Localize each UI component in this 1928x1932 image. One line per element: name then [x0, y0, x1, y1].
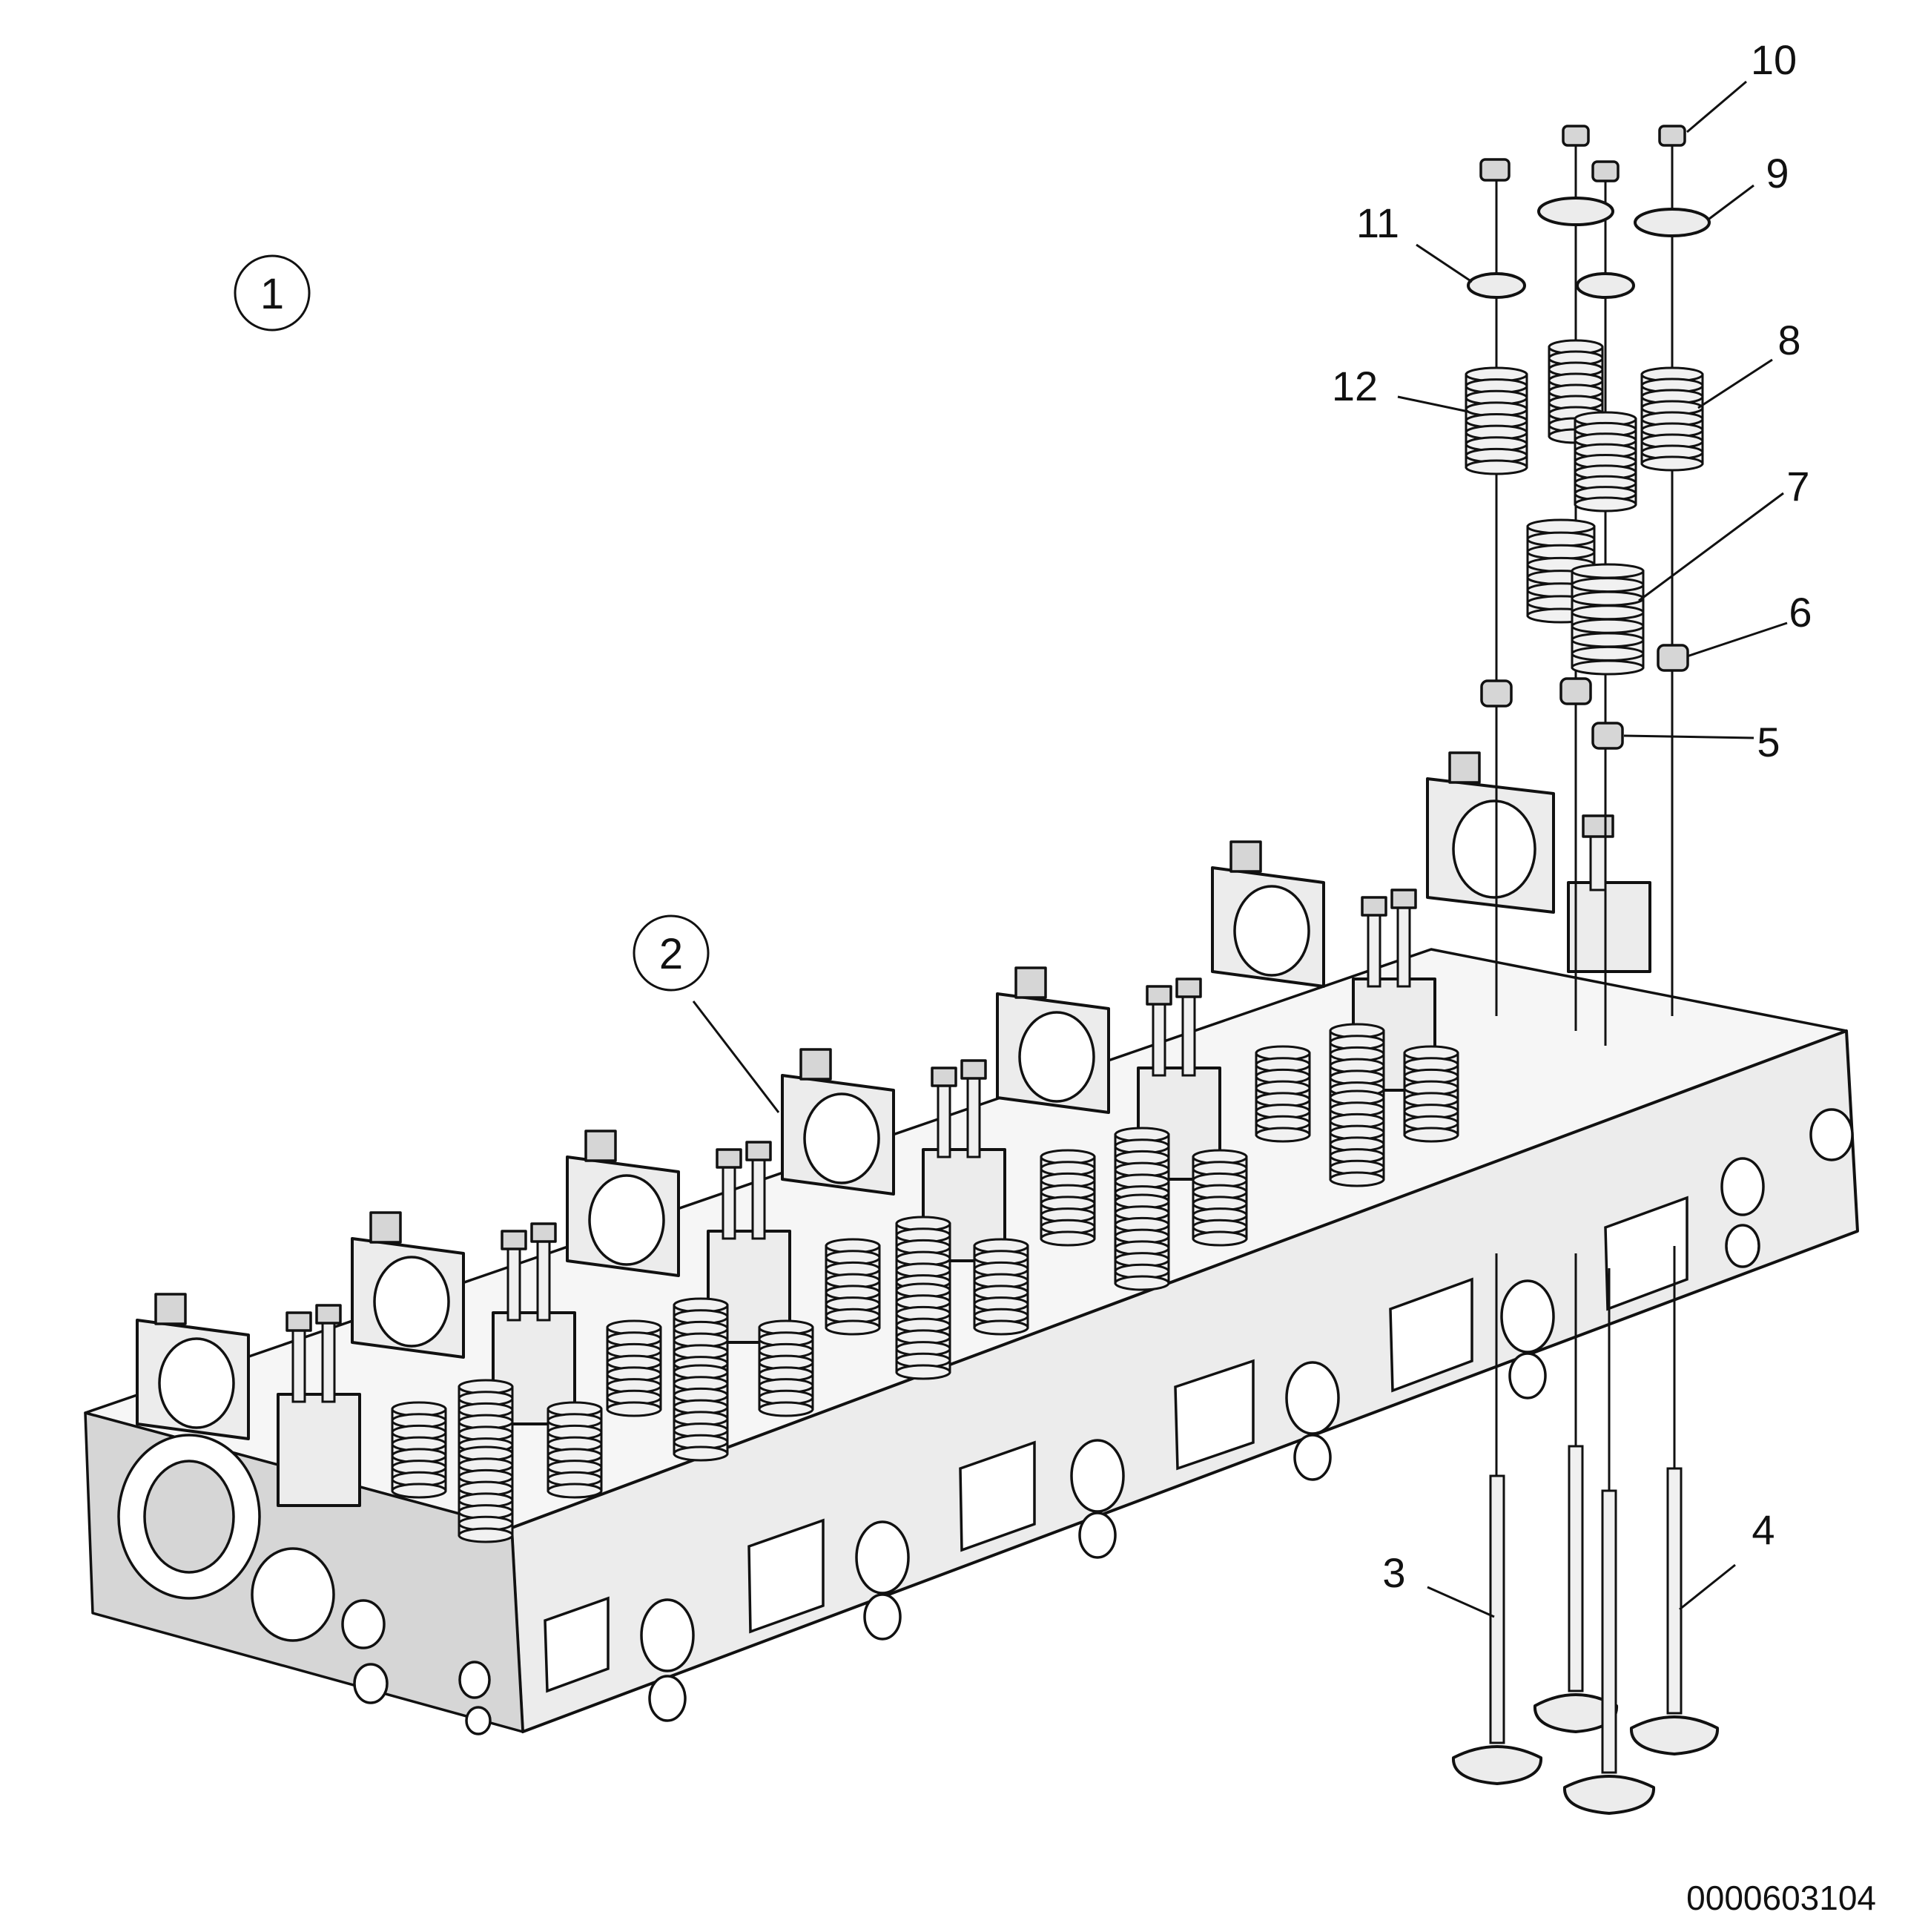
valve-spring	[1640, 366, 1704, 472]
valve-spring	[1574, 411, 1637, 512]
installed-valve-springs	[391, 1023, 1459, 1543]
callout-7: 7	[1786, 463, 1809, 510]
callout-12: 12	[1332, 363, 1378, 409]
valve-spring	[673, 1364, 729, 1462]
valves	[1451, 1445, 1720, 1815]
valve-spring	[1526, 518, 1596, 624]
valve-spring	[1329, 1089, 1385, 1187]
valve-spring	[1114, 1127, 1170, 1224]
valve-spring	[1040, 1149, 1096, 1247]
leader-3	[1427, 1586, 1495, 1618]
exploded-valve-train	[1451, 125, 1720, 1815]
valve-spring	[1114, 1193, 1170, 1291]
bearing-caps	[136, 751, 1555, 1440]
callout-10: 10	[1751, 36, 1797, 83]
assembly-1-circle	[234, 254, 311, 332]
leader-2	[692, 1000, 780, 1113]
assembly-1-label: 1	[260, 270, 284, 318]
valve-spring	[825, 1238, 881, 1336]
callout-labels: 1 2 3 4 5 6 7 8 9 10 11 12	[234, 36, 1812, 1596]
callout-4: 4	[1752, 1506, 1775, 1553]
valve-spring	[895, 1282, 951, 1380]
callout-3: 3	[1382, 1549, 1405, 1596]
leader-lines	[692, 80, 1788, 1618]
leader-4	[1679, 1563, 1736, 1611]
valve-stem-seals	[1480, 644, 1689, 750]
valve-spring	[1192, 1149, 1248, 1247]
valve-spring	[606, 1319, 662, 1417]
leader-9	[1709, 184, 1754, 220]
end-face-bores	[117, 1434, 492, 1735]
exploded-springs	[1465, 339, 1704, 676]
valve-spring	[973, 1238, 1029, 1336]
callout-11: 11	[1356, 200, 1399, 246]
document-number: 0000603104	[1686, 1879, 1876, 1917]
leader-8	[1697, 358, 1773, 409]
callout-8: 8	[1777, 317, 1800, 363]
valve-spring	[391, 1401, 447, 1499]
valve-spring	[758, 1319, 814, 1417]
leader-12	[1397, 395, 1469, 413]
cylinder-head	[84, 751, 1859, 1735]
front-face-ports	[544, 1108, 1854, 1722]
valve-spring	[1403, 1045, 1459, 1143]
leader-5	[1623, 734, 1754, 739]
callout-5: 5	[1757, 719, 1780, 765]
leader-7	[1638, 492, 1784, 602]
leader-10	[1686, 80, 1747, 133]
callout-9: 9	[1766, 150, 1789, 197]
valve-spring	[1255, 1045, 1311, 1143]
valve-spring	[547, 1401, 603, 1499]
valve-spring	[1571, 563, 1645, 676]
valve-spring	[1465, 366, 1528, 475]
spring-retainers	[1467, 197, 1711, 299]
callout-6: 6	[1789, 589, 1812, 636]
leader-11	[1416, 243, 1473, 283]
valve-collets	[1479, 125, 1686, 182]
assembly-2-label: 2	[659, 930, 683, 978]
valve-spring	[458, 1445, 514, 1543]
leader-6	[1686, 622, 1788, 658]
assembly-2-circle	[633, 914, 710, 992]
